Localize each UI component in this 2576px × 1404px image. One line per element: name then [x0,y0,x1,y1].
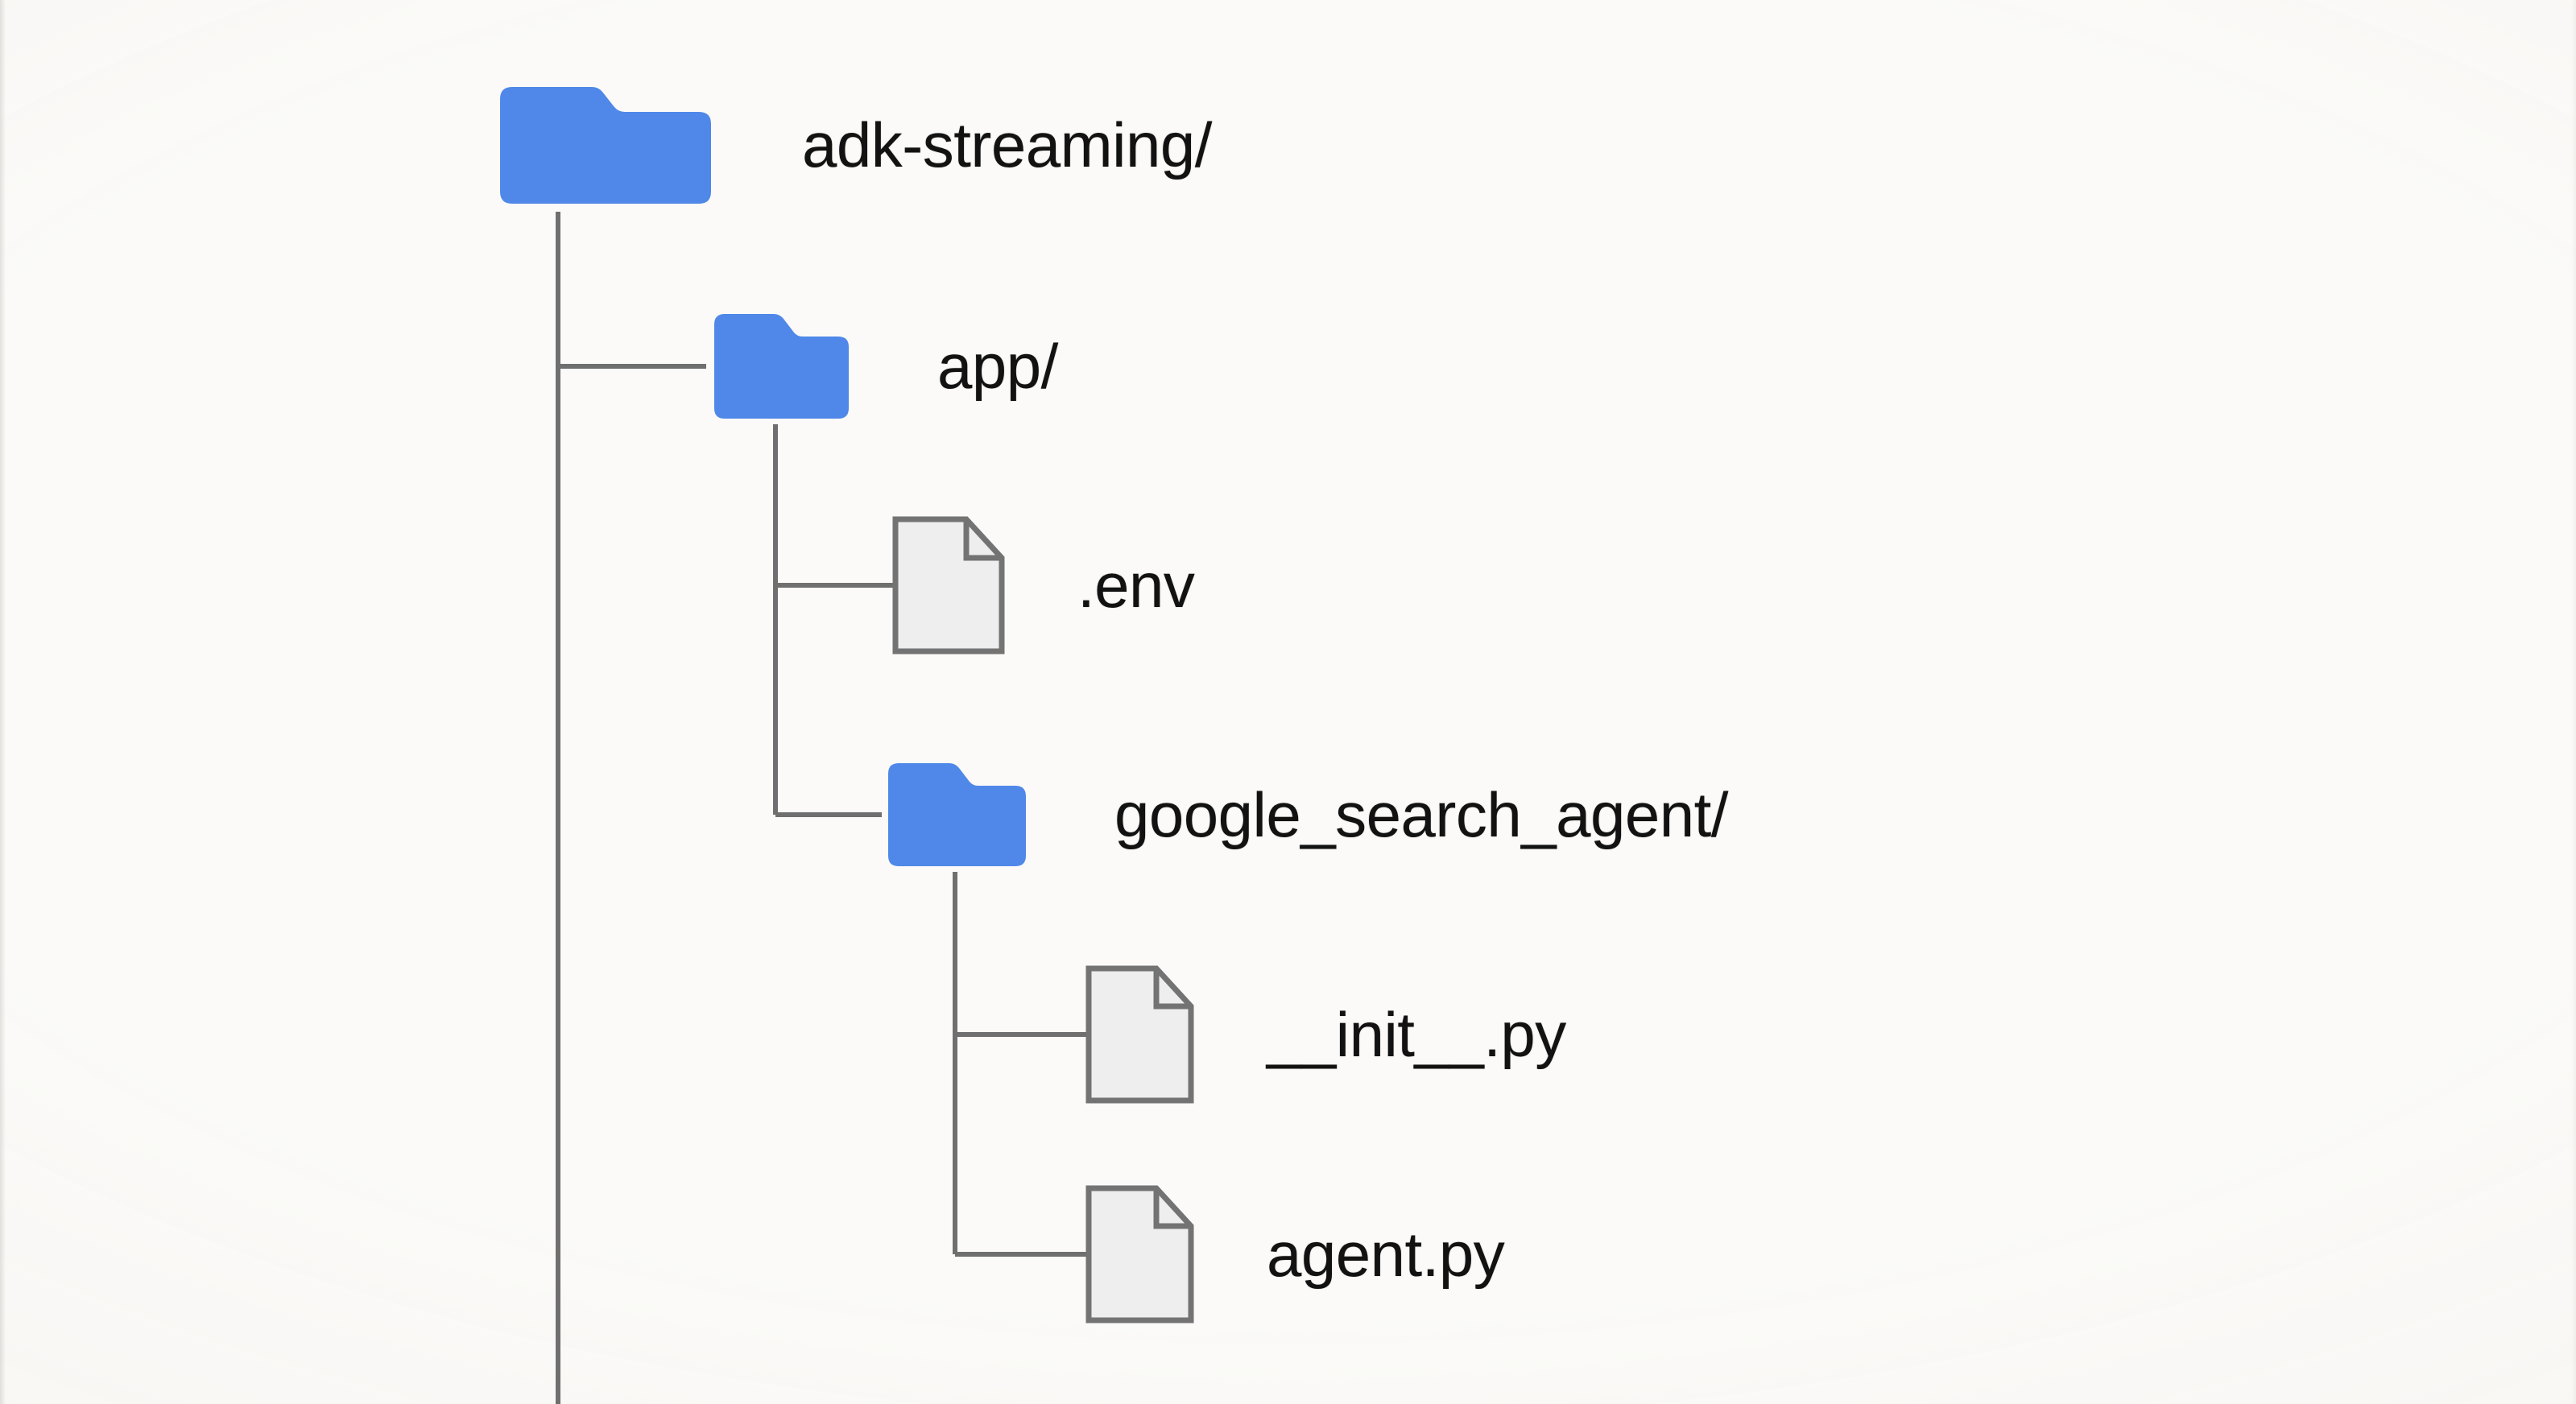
folder-icon [880,756,1034,873]
tree-node-app[interactable]: app/ [706,307,1058,426]
tree-node-label-adk-streaming: adk-streaming/ [802,109,1212,180]
tree-node-label-agent-py: agent.py [1267,1219,1505,1290]
folder-icon [489,76,717,213]
tree-node-label-google-search-agent: google_search_agent/ [1114,779,1728,850]
tree-node-label-env-file: .env [1077,550,1195,621]
tree-node-google-search-agent[interactable]: google_search_agent/ [880,756,1728,873]
tree-node-adk-streaming[interactable]: adk-streaming/ [489,76,1212,213]
file-icon [1085,965,1194,1104]
tree-node-init-py[interactable]: __init__.py [1085,965,1566,1104]
file-icon [1085,1185,1194,1323]
tree-node-label-init-py: __init__.py [1267,999,1566,1070]
tree-node-env-file[interactable]: .env [892,516,1195,655]
tree-node-label-app: app/ [937,331,1058,402]
tree-node-agent-py[interactable]: agent.py [1085,1185,1505,1323]
file-icon [892,516,1005,655]
folder-icon [706,307,857,426]
